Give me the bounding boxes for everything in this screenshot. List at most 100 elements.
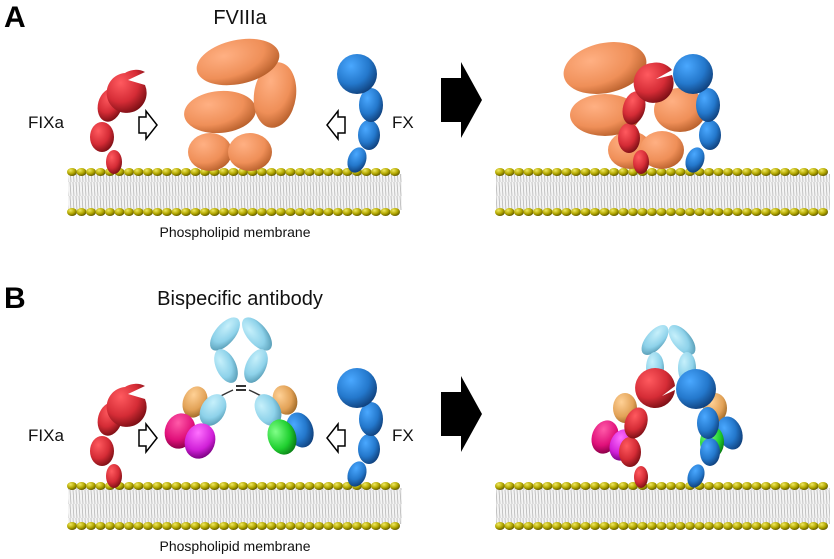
lipid-head	[770, 168, 781, 176]
membrane-b-left	[67, 482, 402, 530]
lipid-head	[770, 208, 781, 216]
lipid-head	[266, 482, 277, 490]
lipid-head	[599, 208, 610, 216]
lipid-head	[209, 482, 220, 490]
lipid-head	[257, 208, 267, 216]
lipid-head	[190, 482, 201, 490]
lipid-head	[504, 522, 515, 530]
lipid-head	[67, 482, 77, 490]
lipid-head	[789, 522, 800, 530]
lipid-head	[504, 168, 515, 176]
lipid-head	[76, 522, 87, 530]
lipid-head	[247, 522, 258, 530]
lipid-head	[799, 522, 809, 530]
lipid-head	[124, 482, 134, 490]
lipid-head	[333, 522, 343, 530]
lipid-head	[162, 168, 172, 176]
lipid-head	[171, 522, 182, 530]
membrane-a-right	[495, 168, 830, 216]
lipid-head	[580, 482, 591, 490]
lipid-head	[238, 482, 248, 490]
lipid-head	[542, 208, 553, 216]
lipid-head	[247, 482, 258, 490]
lipid-head	[808, 168, 819, 176]
lipid-head	[628, 208, 638, 216]
lipid-head	[799, 168, 809, 176]
lipid-head	[371, 168, 381, 176]
lipid-head	[761, 482, 771, 490]
lipid-head	[818, 168, 828, 176]
lipid-head	[304, 522, 315, 530]
lipid-head	[352, 522, 362, 530]
membrane-b-right	[495, 482, 830, 530]
lipid-head	[200, 482, 210, 490]
lipid-head	[95, 208, 106, 216]
lipid-head	[799, 208, 809, 216]
lipid-head	[190, 168, 201, 176]
lipid-head	[162, 522, 172, 530]
lipid-head	[143, 208, 153, 216]
lipid-head	[276, 522, 286, 530]
lipid-head	[704, 208, 714, 216]
lipid-head	[266, 168, 277, 176]
lipid-head	[95, 522, 106, 530]
lipid-head	[647, 168, 657, 176]
lipid-head	[732, 522, 743, 530]
lipid-head	[590, 168, 600, 176]
membrane-label-b: Phospholipid membrane	[160, 538, 311, 554]
lipid-head	[628, 522, 638, 530]
lipid-head	[105, 522, 115, 530]
lipid-head	[495, 522, 505, 530]
lipid-head	[257, 522, 267, 530]
lipid-head	[675, 208, 686, 216]
lipid-head	[228, 208, 239, 216]
lipid-head	[742, 208, 752, 216]
lipid-head	[590, 482, 600, 490]
lipid-head	[647, 482, 657, 490]
arrow-left-outline-icon	[326, 108, 346, 142]
lipid-head	[276, 482, 286, 490]
lipid-head	[571, 522, 581, 530]
fixa-label-b: FIXa	[28, 426, 64, 445]
lipid-head	[181, 482, 191, 490]
lipid-head	[124, 208, 134, 216]
lipid-head	[618, 522, 629, 530]
lipid-head	[675, 168, 686, 176]
lipid-head	[552, 522, 562, 530]
lipid-head	[152, 208, 163, 216]
lipid-head	[723, 208, 733, 216]
lipid-head	[732, 482, 743, 490]
lipid-head	[495, 208, 505, 216]
lipid-head	[656, 168, 667, 176]
lipid-head	[628, 482, 638, 490]
lipid-head	[590, 208, 600, 216]
lipid-head	[352, 208, 362, 216]
fviiia-title: FVIIIa	[213, 7, 267, 29]
lipid-head	[95, 168, 106, 176]
lipid-head	[713, 208, 724, 216]
lipid-head	[818, 482, 828, 490]
lipid-head	[675, 482, 686, 490]
fixa-label: FIXa	[28, 113, 64, 132]
lipid-head	[713, 522, 724, 530]
lipid-tails	[496, 488, 830, 524]
lipid-head	[609, 482, 619, 490]
panel-letter-a: A	[4, 1, 26, 34]
lipid-head	[342, 208, 353, 216]
lipid-head	[808, 482, 819, 490]
lipid-head	[181, 522, 191, 530]
membrane-label-a: Phospholipid membrane	[160, 224, 311, 240]
lipid-head	[314, 482, 324, 490]
lipid-head	[723, 168, 733, 176]
lipid-head	[495, 482, 505, 490]
lipid-head	[656, 208, 667, 216]
lipid-head	[751, 522, 762, 530]
lipid-head	[704, 522, 714, 530]
lipid-tails	[68, 174, 402, 210]
lipid-head	[86, 208, 96, 216]
lipid-head	[76, 168, 87, 176]
lipid-head	[609, 522, 619, 530]
lipid-head	[580, 208, 591, 216]
lipid-head	[723, 522, 733, 530]
lipid-head	[181, 208, 191, 216]
